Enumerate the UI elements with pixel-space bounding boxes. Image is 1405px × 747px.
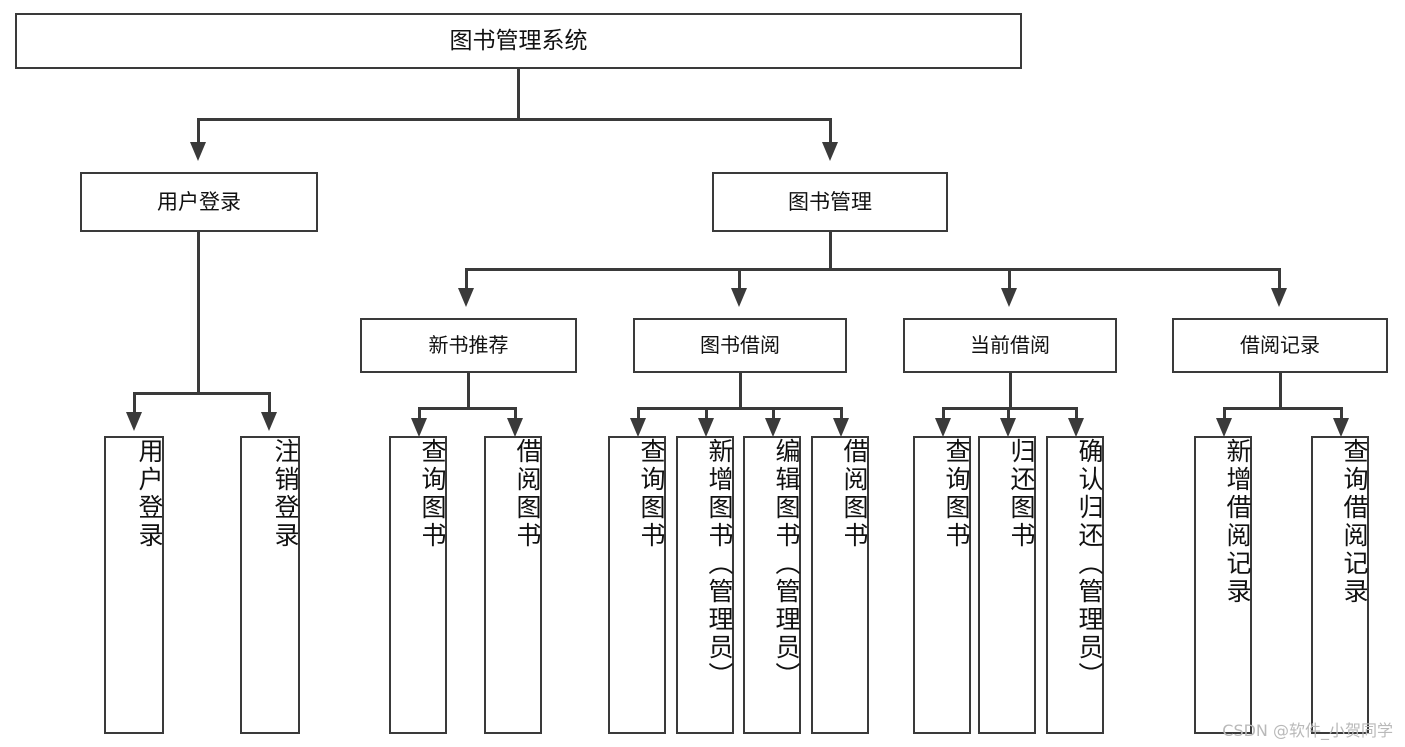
connector-current-borrow-stem	[1009, 373, 1012, 409]
leaf-confirm-return[interactable]: 确认归还（管理员）	[1046, 436, 1104, 734]
node-label: 新书推荐	[428, 332, 509, 357]
node-label: 注销登录	[271, 438, 300, 550]
arrow-to-leaf-borrow-book-1	[507, 418, 523, 437]
node-label: 确认归还（管理员）	[1075, 438, 1104, 690]
connector-book-borrow-drop-1	[637, 407, 640, 421]
leaf-return-book[interactable]: 归还图书	[978, 436, 1036, 734]
arrow-to-leaf-query-book-3	[935, 418, 951, 437]
arrow-to-leaf-query-book-2	[630, 418, 646, 437]
arrow-to-leaf-user-login	[126, 412, 142, 431]
leaf-query-borrow-record[interactable]: 查询借阅记录	[1311, 436, 1369, 734]
leaf-edit-book[interactable]: 编辑图书（管理员）	[743, 436, 801, 734]
leaf-add-borrow-record[interactable]: 新增借阅记录	[1194, 436, 1252, 734]
node-label: 用户登录	[135, 438, 164, 550]
node-label: 查询图书	[418, 438, 447, 550]
node-label: 借阅记录	[1240, 332, 1320, 357]
node-label: 新增图书（管理员）	[705, 438, 734, 690]
connector-current-borrow-bar	[942, 407, 1078, 410]
node-user-login[interactable]: 用户登录	[80, 172, 318, 232]
leaf-query-book-current[interactable]: 查询图书	[913, 436, 971, 734]
node-label: 当前借阅	[970, 332, 1050, 357]
node-label: 归还图书	[1007, 438, 1036, 550]
arrow-to-borrow-record	[1271, 288, 1287, 307]
node-book-borrow[interactable]: 图书借阅	[633, 318, 847, 373]
node-label: 新增借阅记录	[1223, 438, 1252, 606]
connector-borrow-record-bar	[1223, 407, 1342, 410]
node-label: 编辑图书（管理员）	[772, 438, 801, 690]
arrow-to-book-management	[822, 142, 838, 161]
arrow-to-leaf-return-book	[1000, 418, 1016, 437]
connector-book-borrow-drop-3	[772, 407, 775, 421]
connector-new-book-drop-2	[514, 407, 517, 421]
csdn-watermark: CSDN @软件_小贺同学	[1222, 721, 1393, 740]
connector-level2-drop-1	[465, 268, 468, 290]
node-label: 图书管理	[788, 189, 872, 214]
node-label: 查询图书	[637, 438, 666, 550]
connector-borrow-record-drop-1	[1223, 407, 1226, 421]
node-label: 查询图书	[942, 438, 971, 550]
connector-level2-drop-4	[1278, 268, 1281, 290]
connector-user-login-stem	[197, 232, 200, 394]
connector-book-borrow-drop-2	[705, 407, 708, 421]
connector-borrow-record-drop-2	[1340, 407, 1343, 421]
connector-root-stem	[517, 69, 520, 119]
leaf-query-book-new-recommend[interactable]: 查询图书	[389, 436, 447, 734]
connector-current-borrow-drop-3	[1075, 407, 1078, 421]
arrow-to-leaf-query-record	[1333, 418, 1349, 437]
connector-root-left-drop	[197, 118, 200, 144]
node-label: 借阅图书	[513, 438, 542, 550]
node-label: 借阅图书	[840, 438, 869, 550]
arrow-to-book-borrow	[731, 288, 747, 307]
arrow-to-new-book-recommend	[458, 288, 474, 307]
node-label: 查询借阅记录	[1340, 438, 1369, 606]
node-root-system[interactable]: 图书管理系统	[15, 13, 1022, 69]
connector-level2-drop-3	[1008, 268, 1011, 290]
connector-user-login-bar	[133, 392, 270, 395]
connector-book-borrow-bar	[637, 407, 843, 410]
node-current-borrow[interactable]: 当前借阅	[903, 318, 1117, 373]
arrow-to-current-borrow	[1001, 288, 1017, 307]
arrow-to-leaf-query-book-1	[411, 418, 427, 437]
leaf-add-book[interactable]: 新增图书（管理员）	[676, 436, 734, 734]
arrow-to-leaf-add-record	[1216, 418, 1232, 437]
connector-root-right-drop	[829, 118, 832, 144]
node-label: 图书借阅	[700, 332, 780, 357]
arrow-to-leaf-logout-login	[261, 412, 277, 431]
node-borrow-record[interactable]: 借阅记录	[1172, 318, 1388, 373]
connector-current-borrow-drop-2	[1007, 407, 1010, 421]
connector-user-login-drop-1	[133, 392, 136, 414]
leaf-logout-login[interactable]: 注销登录	[240, 436, 300, 734]
connector-book-management-stem	[829, 232, 832, 270]
connector-root-bar	[197, 118, 831, 121]
node-new-book-recommend[interactable]: 新书推荐	[360, 318, 577, 373]
leaf-query-book-borrow[interactable]: 查询图书	[608, 436, 666, 734]
node-label: 用户登录	[157, 189, 241, 214]
connector-current-borrow-drop-1	[942, 407, 945, 421]
leaf-user-login[interactable]: 用户登录	[104, 436, 164, 734]
arrow-to-user-login	[190, 142, 206, 161]
arrow-to-leaf-borrow-book-2	[833, 418, 849, 437]
connector-new-book-drop-1	[418, 407, 421, 421]
connector-book-borrow-drop-4	[840, 407, 843, 421]
node-book-management[interactable]: 图书管理	[712, 172, 948, 232]
node-label: 图书管理系统	[449, 27, 588, 54]
arrow-to-leaf-add-book	[698, 418, 714, 437]
connector-new-book-bar	[418, 407, 516, 410]
connector-book-borrow-stem	[739, 373, 742, 409]
leaf-borrow-book-new-recommend[interactable]: 借阅图书	[484, 436, 542, 734]
arrow-to-leaf-edit-book	[765, 418, 781, 437]
connector-new-book-stem	[467, 373, 470, 409]
leaf-borrow-book-borrow[interactable]: 借阅图书	[811, 436, 869, 734]
arrow-to-leaf-confirm-return	[1068, 418, 1084, 437]
connector-user-login-drop-2	[268, 392, 271, 414]
connector-borrow-record-stem	[1279, 373, 1282, 409]
connector-level2-bar	[465, 268, 1280, 271]
connector-level2-drop-2	[738, 268, 741, 290]
